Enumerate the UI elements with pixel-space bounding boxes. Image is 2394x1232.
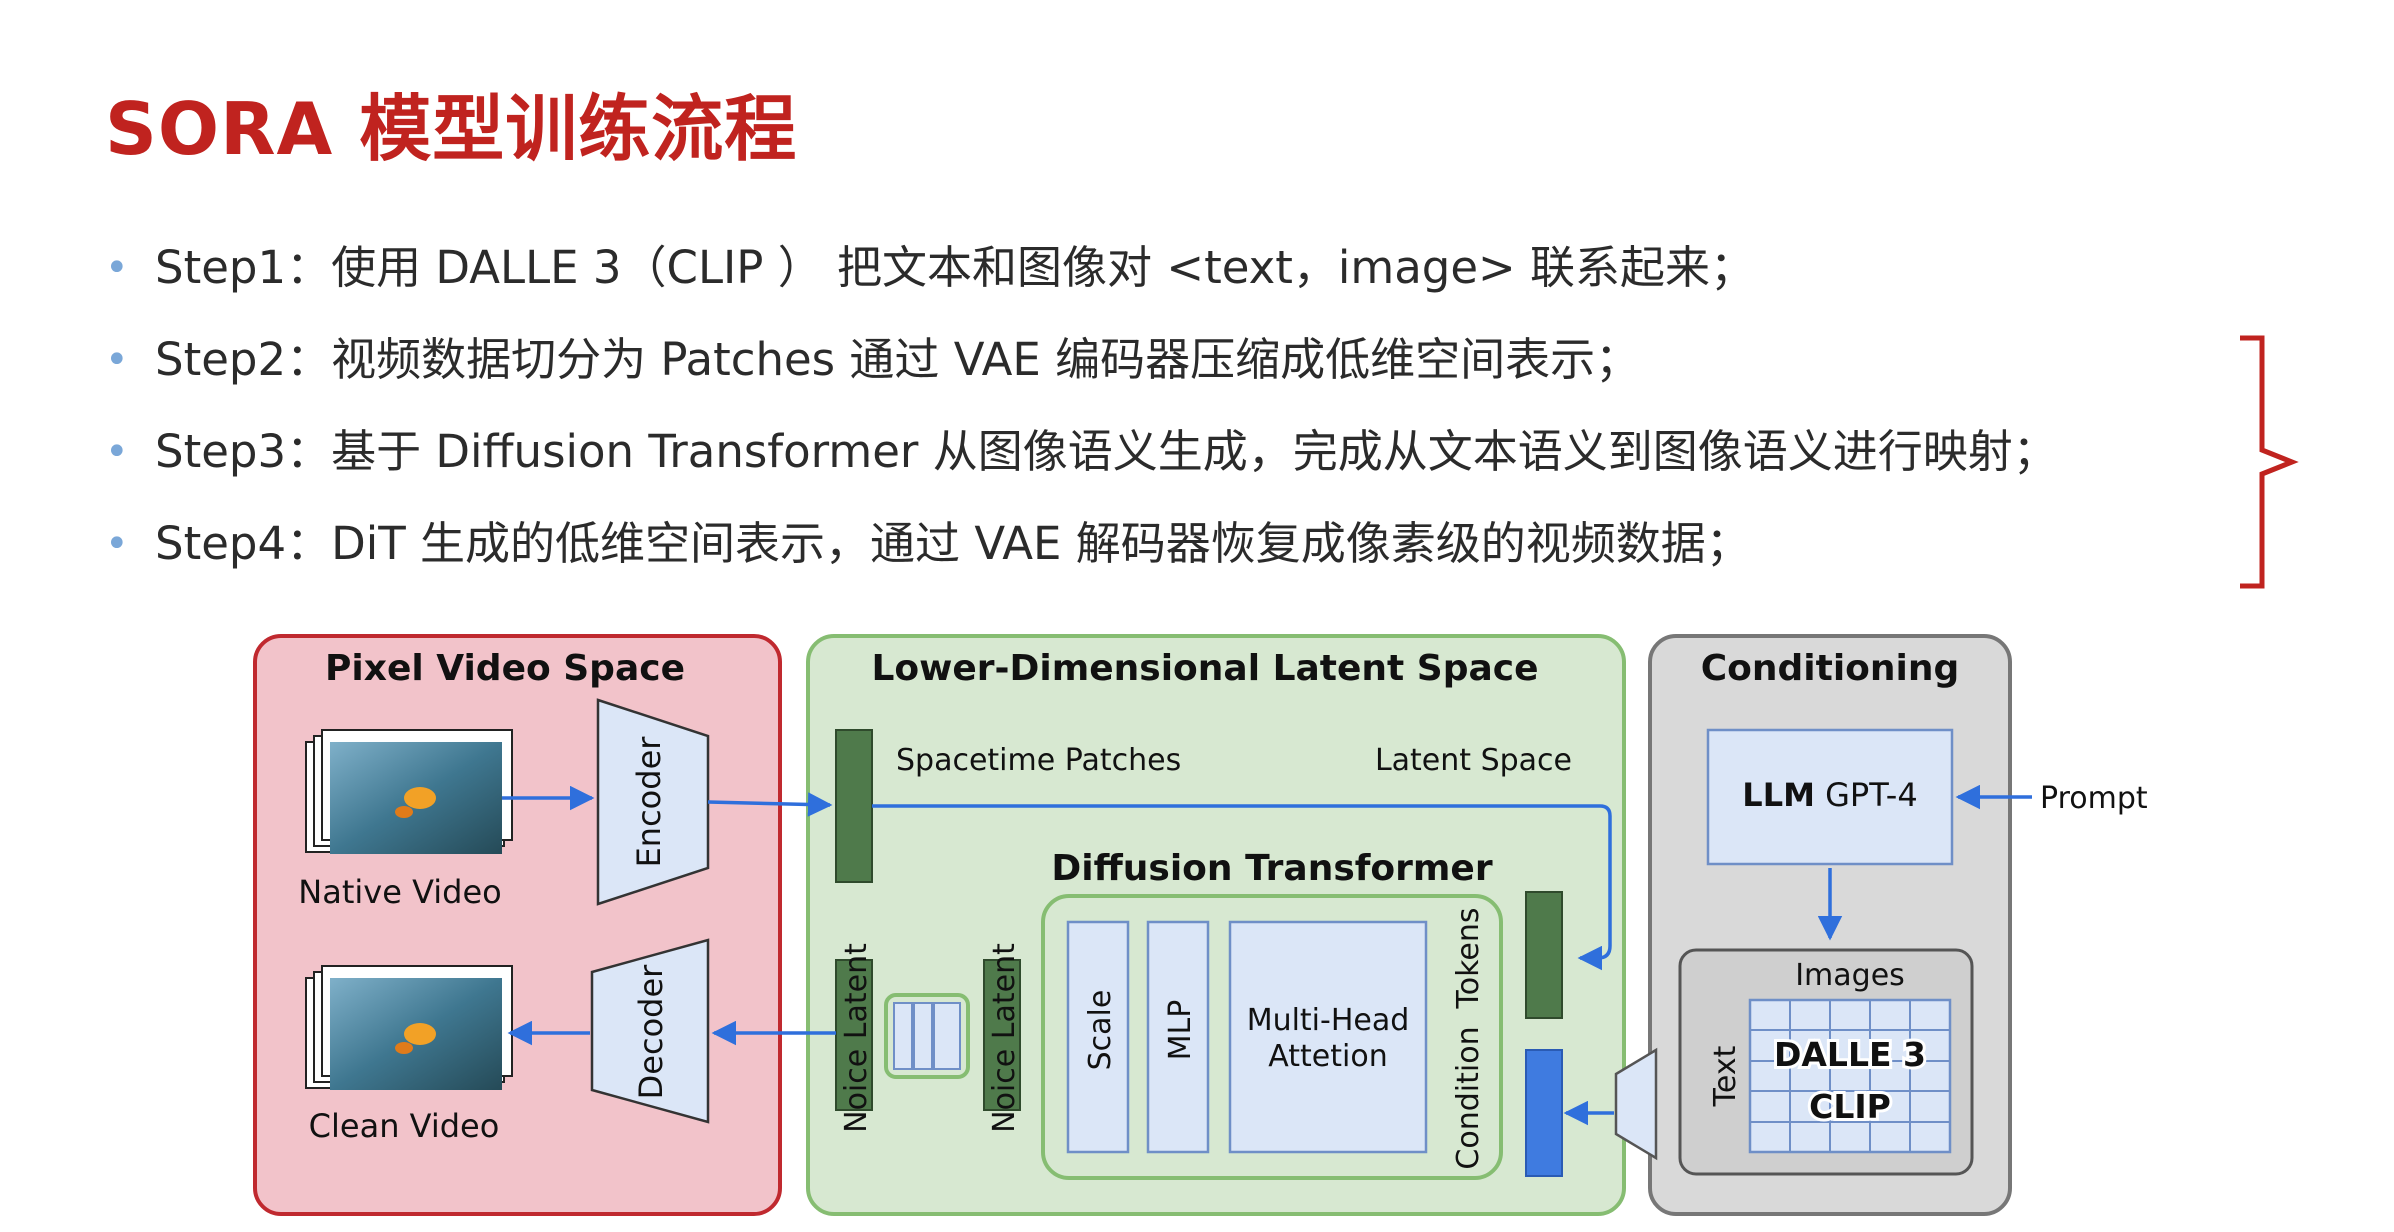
- step-text: Step3：基于 Diffusion Transformer 从图像语义生成，完…: [155, 425, 2058, 478]
- llm-rest-spacer: [1815, 776, 1825, 814]
- step-item: • Step2：视频数据切分为 Patches 通过 VAE 编码器压缩成低维空间…: [105, 324, 2058, 416]
- llm-model-label: GPT-4: [1825, 776, 1918, 814]
- prompt-label: Prompt: [2040, 781, 2148, 816]
- mha-label-line2: Attetion: [1268, 1039, 1387, 1074]
- mha-label-line1: Multi-Head: [1247, 1003, 1410, 1038]
- conditioning-title: Conditioning: [1701, 648, 1960, 689]
- multi-head-attention-block: [1228, 920, 1428, 1154]
- clip-label: CLIP: [1809, 1087, 1891, 1126]
- tokens-block: [1525, 891, 1563, 1019]
- images-label: Images: [1795, 958, 1905, 993]
- dit-container: [1041, 894, 1503, 1180]
- latent-space-panel: Lower-Dimensional Latent Space Spacetime…: [707, 634, 1626, 1216]
- step-item: • Step3：基于 Diffusion Transformer 从图像语义生成，…: [105, 416, 2058, 508]
- condition-label: Condition: [1451, 1026, 1486, 1169]
- latent-frames-icon: [884, 993, 970, 1079]
- step-text: Step2：视频数据切分为 Patches 通过 VAE 编码器压缩成低维空间表…: [155, 333, 1641, 386]
- dalle-label: DALLE 3: [1774, 1035, 1926, 1074]
- encoder-label: Encoder: [630, 736, 668, 868]
- step-item: • Step1：使用 DALLE 3（CLIP ） 把文本和图像对 <text，i…: [105, 232, 2058, 324]
- decoder-label: Decoder: [632, 964, 670, 1100]
- decoder-block: [590, 938, 710, 1124]
- bullet-dot-icon: •: [105, 429, 129, 475]
- latent-space-title: Lower-Dimensional Latent Space: [871, 648, 1538, 689]
- llm-label: LLM GPT-4: [1742, 776, 1917, 814]
- noise-latent-left-label: Noice Latent: [839, 943, 874, 1133]
- clip-grid: [1748, 998, 1952, 1154]
- mlp-label: MLP: [1163, 1000, 1198, 1061]
- spacetime-patches-label: Spacetime Patches: [896, 743, 1181, 778]
- bullet-dot-icon: •: [105, 337, 129, 383]
- encoder-block: [596, 698, 710, 906]
- llm-bold-label: LLM: [1742, 776, 1815, 814]
- step-list: • Step1：使用 DALLE 3（CLIP ） 把文本和图像对 <text，i…: [105, 232, 2058, 600]
- page-title: SORA 模型训练流程: [105, 87, 798, 171]
- spacetime-patches-block: [835, 729, 873, 883]
- condition-block: [1525, 1049, 1563, 1177]
- llm-block: [1706, 728, 1954, 866]
- native-video-label: Native Video: [298, 873, 501, 911]
- noise-latent-left-block: [835, 959, 873, 1111]
- scale-label: Scale: [1083, 990, 1118, 1071]
- text-label: Text: [1708, 1045, 1743, 1107]
- scale-block: [1066, 920, 1130, 1154]
- native-video-thumbnail: [305, 729, 513, 854]
- pixel-video-space-panel: Pixel Video Space Native Video Clean Vid…: [253, 634, 782, 1216]
- noise-latent-right-label: Noice Latent: [987, 943, 1022, 1133]
- bullet-dot-icon: •: [105, 521, 129, 567]
- tokens-label: Tokens: [1451, 908, 1486, 1010]
- pixel-space-title: Pixel Video Space: [325, 648, 685, 689]
- clean-video-label: Clean Video: [309, 1107, 500, 1145]
- latent-space-label: Latent Space: [1375, 743, 1572, 778]
- step-text: Step1：使用 DALLE 3（CLIP ） 把文本和图像对 <text，im…: [155, 241, 1756, 294]
- clean-video-thumbnail: [305, 965, 513, 1090]
- step-text: Step4：DiT 生成的低维空间表示，通过 VAE 解码器恢复成像素级的视频数…: [155, 517, 1751, 570]
- bullet-dot-icon: •: [105, 245, 129, 291]
- condition-funnel: [1614, 1047, 1658, 1161]
- conditioning-panel: Conditioning LLM GPT-4 Prompt Images Tex…: [1563, 634, 2148, 1216]
- noise-latent-right-block: [983, 959, 1021, 1111]
- dit-title: Diffusion Transformer: [1051, 848, 1492, 889]
- mlp-block: [1146, 920, 1210, 1154]
- step-item: • Step4：DiT 生成的低维空间表示，通过 VAE 解码器恢复成像素级的视频…: [105, 508, 2058, 600]
